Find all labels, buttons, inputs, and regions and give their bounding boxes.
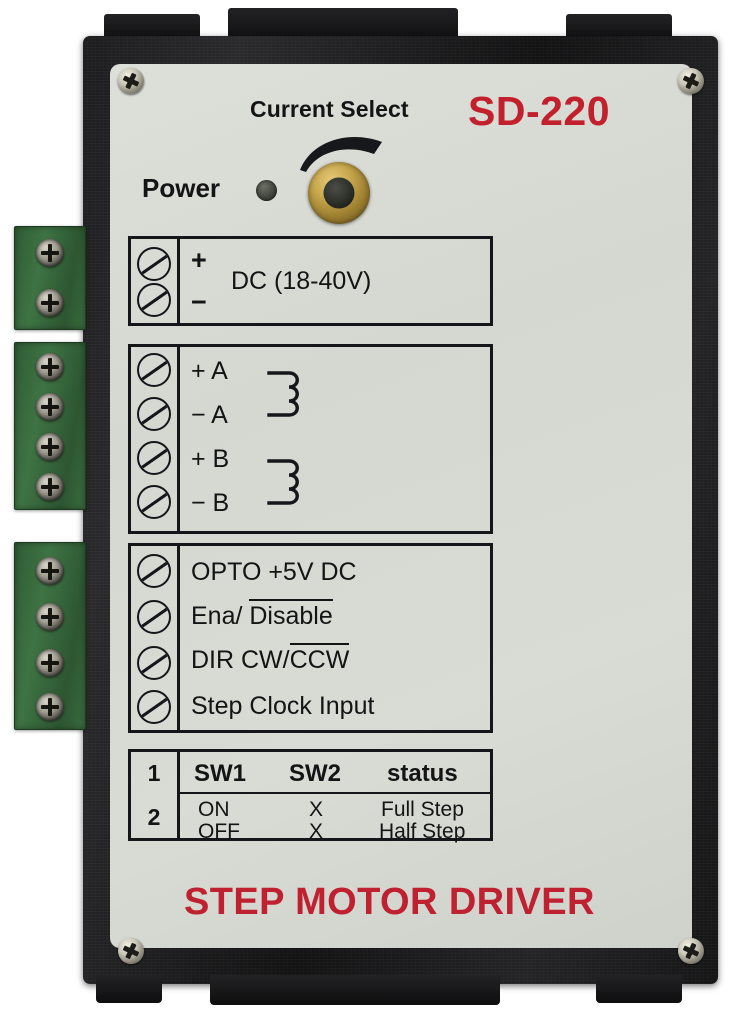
switch-header-sw2: SW2 [289,760,342,787]
switch-number-2: 2 [147,804,161,830]
ccw-overbar-text: CCW [289,643,350,674]
power-terminal-block[interactable] [14,226,86,330]
mounting-flange-bottom-right [596,975,682,1003]
motor-phase-terminal-box: + A − A + B − B [128,344,493,534]
switch-number-column: 1 2 [131,752,180,838]
terminal-screw-a-minus[interactable] [36,393,64,421]
switch-row1-sw2: X [309,798,324,821]
current-select-label: Current Select [250,96,409,122]
screw-icon-a-plus [137,353,171,387]
opto-supply-text: OPTO +5V DC [191,558,357,586]
screw-icon-direction [137,646,171,680]
disable-overbar-text: Disable [249,599,333,630]
panel-screw-top-left[interactable] [118,68,144,94]
terminal-screw-a-plus[interactable] [36,353,64,381]
switch-number-1: 1 [147,760,161,786]
dc-minus-sign: − [191,287,207,317]
current-select-knob[interactable] [308,162,370,224]
mounting-flange-bottom-middle [210,975,500,1005]
terminal-screw-direction[interactable] [36,649,64,677]
direction-text: DIR CW/CCW [191,643,350,675]
motor-terminal-block[interactable] [14,342,86,510]
control-input-terminal-box: OPTO +5V DC Ena/ Disable DIR CW/CCW Step… [128,543,493,733]
panel-screw-bottom-left[interactable] [118,938,144,964]
motor-label-a-minus: − A [191,401,228,429]
switch-row2-sw2: X [309,820,324,843]
switch-row1-status: Full Step [381,798,464,821]
terminal-screw-opto[interactable] [36,557,64,585]
step-clock-text: Step Clock Input [191,692,375,720]
terminal-screw-b-plus[interactable] [36,433,64,461]
terminal-screw-step-clock[interactable] [36,693,64,721]
knob-center-cap [323,177,355,209]
panel-screw-top-right[interactable] [678,68,704,94]
terminal-screw-enable[interactable] [36,603,64,631]
power-label: Power [142,173,221,203]
enable-prefix: Ena/ [191,602,250,630]
control-terminal-block[interactable] [14,542,86,730]
screw-icon-b-plus [137,441,171,475]
dc-power-terminal-box: + − DC (18-40V) [128,236,493,326]
switch-header-status: status [387,760,458,787]
screw-icon-enable [137,600,171,634]
screw-icon-step-clock [137,690,171,724]
direction-prefix: DIR CW/ [191,646,290,674]
enable-disable-text: Ena/ Disable [191,599,333,631]
motor-label-a-plus: + A [191,357,228,385]
product-title-text: STEP MOTOR DRIVER [184,881,595,923]
dc-plus-sign: + [191,245,207,275]
screw-icon-opto [137,554,171,588]
motor-label-b-minus: − B [191,489,230,517]
switch-row2-status: Half Step [379,820,466,843]
coil-symbol-phase-a [267,371,299,417]
motor-screw-column [131,347,180,531]
dc-screw-column [131,239,180,323]
switch-table-header-rule [180,792,490,794]
rotation-arc-icon [300,137,382,172]
motor-label-b-plus: + B [191,445,230,473]
dip-switch-table: 1 2 SW1 SW2 status ON X Full Step OFF X … [128,749,493,843]
screw-icon-dc-plus [137,247,171,281]
terminal-screw-dc-plus[interactable] [36,239,64,267]
screw-icon-a-minus [137,397,171,431]
power-led-indicator [256,180,277,201]
switch-header-sw1: SW1 [194,760,247,787]
front-panel-label [110,64,692,948]
screw-icon-b-minus [137,485,171,519]
model-number-text: SD-220 [468,88,611,134]
screw-icon-dc-minus [137,283,171,317]
dc-voltage-range-text: DC (18-40V) [231,267,372,295]
panel-screw-bottom-right[interactable] [678,938,704,964]
switch-row1-sw1: ON [198,798,230,821]
coil-symbol-phase-b [267,459,299,505]
mounting-flange-bottom-left [96,975,162,1003]
control-screw-column [131,546,180,730]
switch-row2-sw1: OFF [198,820,240,843]
terminal-screw-dc-minus[interactable] [36,289,64,317]
terminal-screw-b-minus[interactable] [36,473,64,501]
